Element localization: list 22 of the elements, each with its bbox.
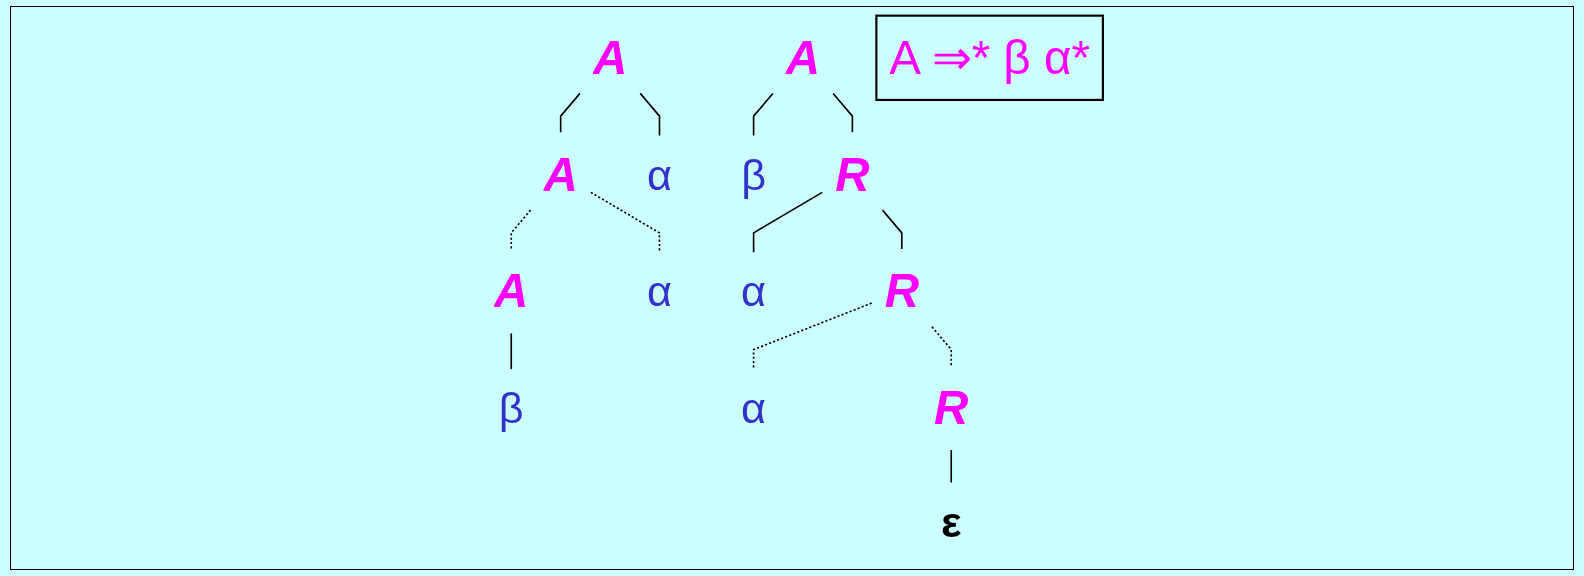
connector — [752, 191, 824, 254]
node-text: R — [835, 147, 870, 201]
connector — [639, 92, 661, 137]
connector — [510, 209, 532, 250]
node-text: α — [741, 384, 767, 432]
connector — [881, 209, 903, 250]
connector — [752, 302, 873, 370]
node-text: R — [934, 380, 969, 434]
node-box: A ⇒* β α* — [875, 14, 1104, 102]
connector — [832, 92, 854, 134]
node-text: R — [884, 264, 919, 318]
node-text: ε — [940, 497, 962, 546]
connector — [559, 92, 581, 134]
connector — [950, 449, 953, 484]
connector — [752, 92, 774, 137]
node-text: α — [646, 267, 672, 316]
node-text: β — [498, 384, 524, 432]
connector — [931, 326, 953, 367]
connector — [510, 332, 513, 370]
node-text: α — [647, 150, 672, 199]
node-text: β — [741, 150, 767, 199]
node-text: α — [741, 267, 767, 316]
